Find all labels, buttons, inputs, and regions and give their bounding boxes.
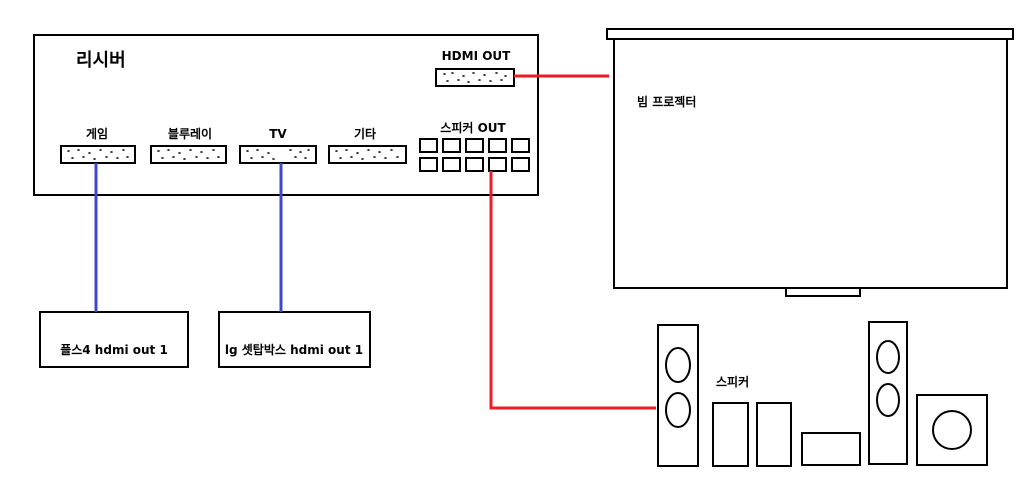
- source-box-ps4: [39, 311, 189, 368]
- source-box-settop: [218, 311, 371, 368]
- speaker-out-label: 스피커 OUT: [440, 120, 506, 135]
- hdmi-out-port: [435, 68, 515, 87]
- speaker-tower-right: [868, 321, 908, 465]
- source-label-settop: lg 셋탑박스 hdmi out 1: [225, 342, 363, 357]
- input-label-game: 게임: [86, 127, 108, 141]
- input-port-bluray: [150, 145, 227, 164]
- projector-top-bar: [606, 28, 1014, 40]
- source-label-ps4: 플스4 hdmi out 1: [60, 342, 168, 357]
- input-port-game: [60, 145, 136, 164]
- receiver-box: [33, 34, 539, 196]
- speaker-satellite-1: [712, 402, 749, 467]
- speaker-out-terminals: [419, 138, 530, 172]
- input-label-tv: TV: [269, 127, 287, 141]
- speaker-tower-left: [657, 324, 699, 467]
- input-label-other: 기타: [354, 126, 376, 141]
- receiver-title: 리시버: [76, 50, 126, 71]
- projector-screen: [613, 38, 1008, 289]
- input-port-other: [328, 145, 407, 164]
- subwoofer: [916, 394, 988, 466]
- speaker-satellite-2: [756, 402, 792, 467]
- input-label-bluray: 블루레이: [168, 126, 212, 141]
- hdmi-out-label: HDMI OUT: [442, 49, 512, 63]
- projector-handle: [785, 287, 861, 297]
- projector-label: 빔 프로젝터: [637, 94, 696, 109]
- speaker-cable: [489, 171, 656, 410]
- speaker-center: [801, 432, 861, 466]
- input-port-tv: [239, 145, 317, 164]
- speakers-label: 스피커: [716, 374, 749, 389]
